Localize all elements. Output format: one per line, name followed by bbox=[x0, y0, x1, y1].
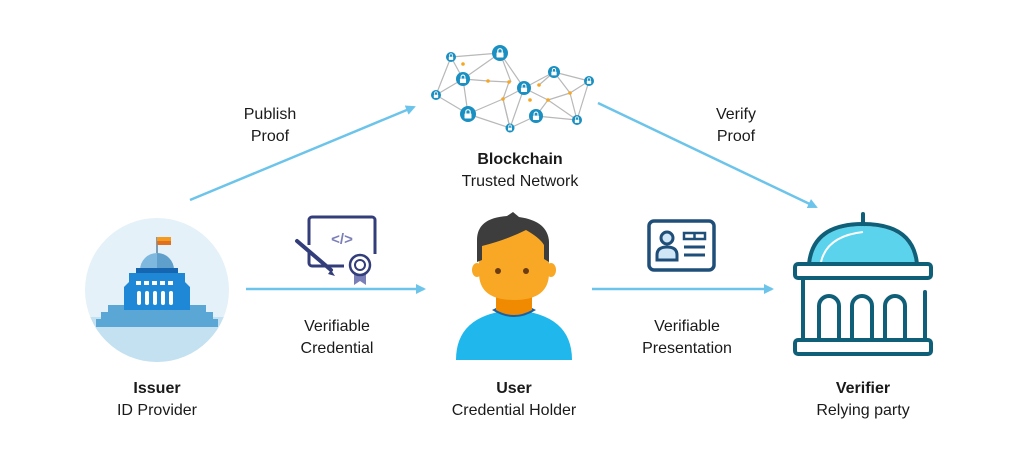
user-subtitle: Credential Holder bbox=[451, 402, 577, 419]
verifier-title: Verifier bbox=[835, 380, 891, 397]
publish-proof-label: Publish Proof bbox=[220, 104, 320, 148]
verifiable-presentation-line2: Presentation bbox=[642, 340, 732, 357]
lock-node-icon bbox=[548, 66, 560, 78]
verify-proof-line1: Verify bbox=[715, 106, 756, 123]
lock-node-icon bbox=[456, 72, 470, 86]
lock-node-icon bbox=[517, 81, 531, 95]
publish-proof-arrow bbox=[189, 105, 416, 202]
blockchain-title: Blockchain bbox=[477, 151, 563, 168]
lock-node-icon bbox=[460, 106, 476, 122]
publish-proof-line2: Proof bbox=[250, 128, 290, 145]
verify-proof-arrow bbox=[597, 101, 818, 209]
lock-node-icon bbox=[431, 90, 441, 100]
svg-text:</>: </> bbox=[331, 231, 353, 248]
issuer-label: Issuer ID Provider bbox=[67, 378, 247, 422]
verifiable-credential-line1: Verifiable bbox=[304, 318, 370, 335]
lock-node-icon bbox=[505, 123, 515, 133]
lock-node-icon bbox=[446, 52, 456, 62]
verify-proof-label: Verify Proof bbox=[686, 104, 786, 148]
lock-node-icon bbox=[572, 115, 582, 125]
blockchain-label: Blockchain Trusted Network bbox=[430, 149, 610, 193]
verifiable-credential-label: Verifiable Credential bbox=[277, 316, 397, 360]
publish-proof-line1: Publish bbox=[243, 106, 297, 123]
lock-node-icon bbox=[529, 109, 543, 123]
issuer-subtitle: ID Provider bbox=[116, 402, 198, 419]
verifiable-credential-line2: Credential bbox=[300, 340, 374, 357]
verifier-label: Verifier Relying party bbox=[773, 378, 953, 422]
verify-proof-line2: Proof bbox=[716, 128, 756, 145]
verifier-subtitle: Relying party bbox=[816, 402, 910, 419]
lock-node-icon bbox=[492, 45, 508, 61]
network-junctions bbox=[461, 62, 572, 102]
lock-node-icon bbox=[584, 76, 594, 86]
verifiable-presentation-label: Verifiable Presentation bbox=[622, 316, 752, 360]
issuer-title: Issuer bbox=[133, 380, 181, 397]
user-label: User Credential Holder bbox=[424, 378, 604, 422]
verifiable-presentation-line1: Verifiable bbox=[654, 318, 720, 335]
user-title: User bbox=[496, 380, 532, 397]
network-lock-nodes bbox=[431, 45, 594, 133]
blockchain-subtitle: Trusted Network bbox=[461, 173, 579, 190]
